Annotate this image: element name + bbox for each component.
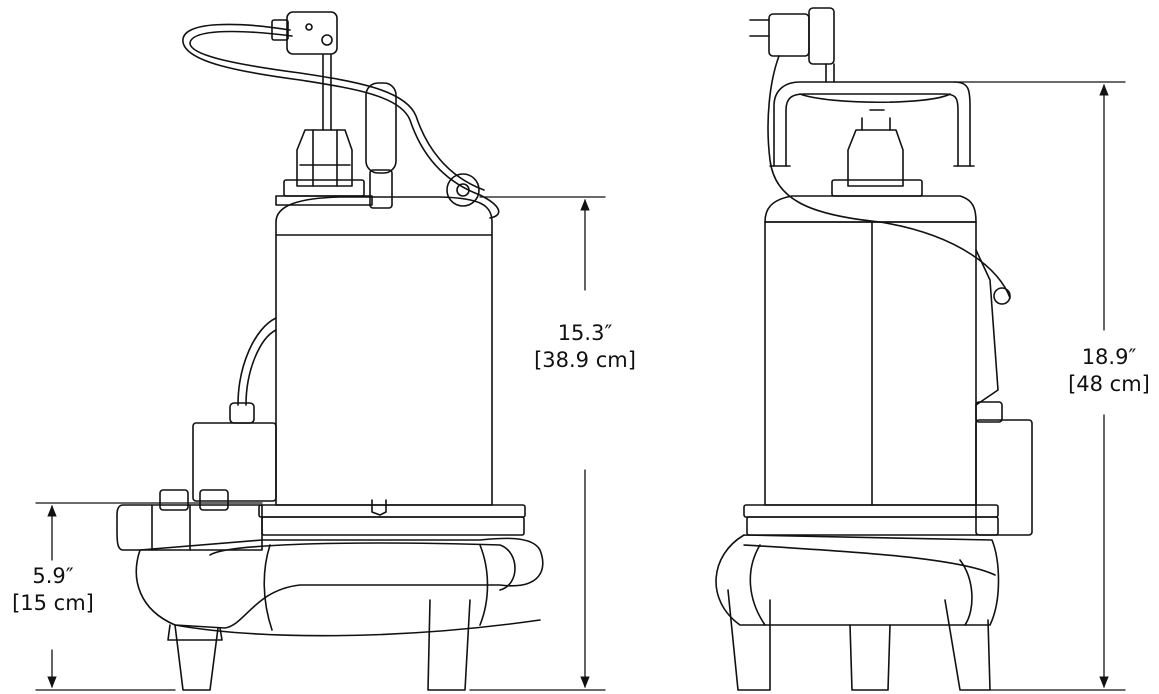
overall-height-inches: 18.9″ (1081, 345, 1137, 369)
side-legs (727, 589, 991, 691)
side-top-cap (764, 109, 977, 223)
pump-side-view (715, 7, 1033, 691)
overall-height-cm: [48 cm] (1068, 372, 1150, 396)
front-legs (167, 599, 471, 691)
side-power-plug (749, 7, 1011, 299)
inlet-height-inches: 5.9″ (32, 564, 74, 588)
dimension-label-body-height: 15.3″ [38.9 cm] (515, 320, 655, 374)
dimension-label-overall-height: 18.9″ [48 cm] (1063, 344, 1155, 398)
side-volute (715, 534, 1000, 626)
front-lift-eye (446, 173, 480, 207)
front-motor-housing (275, 196, 493, 516)
side-motor-housing (764, 221, 1011, 506)
dimension-lines (35, 81, 1126, 691)
side-switch-box (975, 401, 1033, 536)
body-height-inches: 15.3″ (557, 321, 613, 345)
front-float-rod (365, 82, 397, 209)
front-volute (135, 537, 544, 637)
pump-front-view (116, 11, 544, 691)
body-height-cm: [38.9 cm] (534, 348, 636, 372)
side-base-flange (743, 504, 999, 536)
front-top-cap (275, 129, 373, 206)
front-discharge (116, 489, 263, 551)
front-base-flange (258, 504, 526, 536)
front-power-cord (182, 11, 500, 219)
front-switch-cord (192, 317, 277, 502)
side-handle (769, 81, 975, 167)
inlet-height-cm: [15 cm] (12, 591, 94, 615)
dimension-label-inlet-height: 5.9″ [15 cm] (5, 563, 101, 617)
